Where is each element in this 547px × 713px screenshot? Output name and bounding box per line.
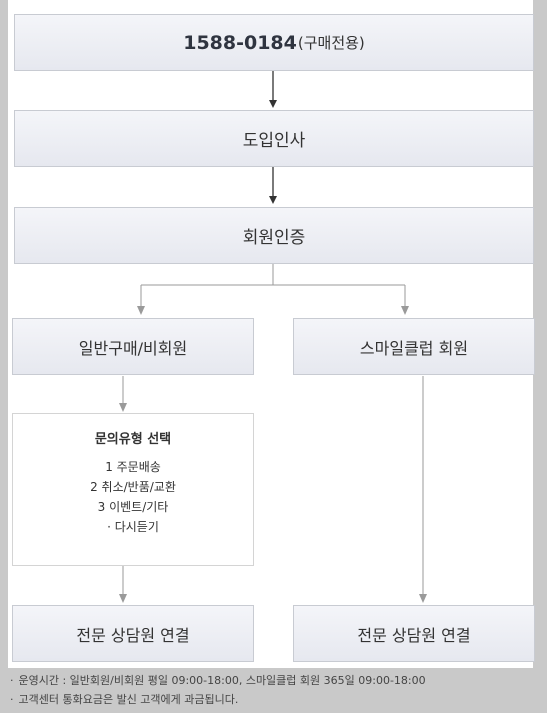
menu-item-return: 2 취소/반품/교환 xyxy=(90,480,176,494)
smile-club-label: 스마일클럽 회원 xyxy=(359,338,469,358)
footnote-hours-text: 운영시간 : 일반회원/비회원 평일 09:00-18:00, 스마일클럽 회원… xyxy=(18,674,426,687)
general-member-box: 일반구매/비회원 xyxy=(12,318,254,375)
intro-step-label: 도입인사 xyxy=(242,131,306,151)
smile-connect-box: 전문 상담원 연결 xyxy=(293,605,535,662)
intro-step-box: 도입인사 xyxy=(14,110,534,167)
auth-step-label: 회원인증 xyxy=(242,228,306,248)
footnote-charge-text: 고객센터 통화요금은 발신 고객에게 과금됩니다. xyxy=(18,693,239,706)
phone-number: 1588-0184 xyxy=(183,31,297,54)
general-member-label: 일반구매/비회원 xyxy=(78,338,188,358)
footnotes: ·운영시간 : 일반회원/비회원 평일 09:00-18:00, 스마일클럽 회… xyxy=(10,671,426,709)
general-connect-box: 전문 상담원 연결 xyxy=(12,605,254,662)
phone-number-box: 1588-0184(구매전용) xyxy=(14,14,534,71)
footnote-hours: ·운영시간 : 일반회원/비회원 평일 09:00-18:00, 스마일클럽 회… xyxy=(10,674,426,687)
smile-club-box: 스마일클럽 회원 xyxy=(293,318,535,375)
menu-item-delivery: 1 주문배송 xyxy=(105,460,161,474)
menu-item-event: 3 이벤트/기타 xyxy=(97,500,169,514)
inquiry-menu-title: 문의유형 선택 xyxy=(94,432,172,447)
footnote-charge: ·고객센터 통화요금은 발신 고객에게 과금됩니다. xyxy=(10,693,239,706)
phone-purpose: (구매전용) xyxy=(297,34,365,52)
general-connect-label: 전문 상담원 연결 xyxy=(76,625,190,645)
inquiry-menu-box: 문의유형 선택 1 주문배송 2 취소/반품/교환 3 이벤트/기타 · 다시듣… xyxy=(12,413,254,566)
menu-item-replay: · 다시듣기 xyxy=(107,520,159,534)
auth-step-box: 회원인증 xyxy=(14,207,534,264)
smile-connect-label: 전문 상담원 연결 xyxy=(357,625,471,645)
